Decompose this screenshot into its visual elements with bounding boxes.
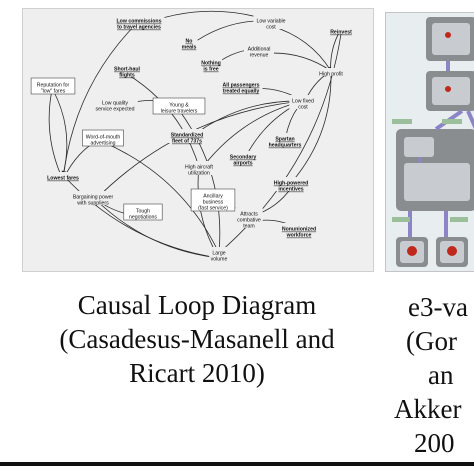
causal-arrow [196, 166, 220, 259]
causal-arrow [218, 33, 342, 254]
causal-node-label: Reinvest [330, 30, 352, 36]
causal-arrow [52, 89, 68, 176]
causal-node-lowest-fares: Lowest fares [45, 172, 81, 182]
causal-node-label: Reputation for"low" fares [37, 83, 70, 95]
value-activity [404, 163, 470, 201]
actor-inner [432, 77, 470, 105]
e3-value-canvas [392, 17, 474, 267]
causal-arrow [178, 109, 222, 254]
causal-arrow [62, 174, 220, 259]
start-stimulus-icon [407, 246, 417, 256]
caption-line: 200 [414, 428, 455, 458]
caption-e3-value: e3-va (Gor an Akker 200 [384, 290, 468, 460]
caption-line: (Casadesus-Masanell and [59, 324, 335, 354]
causal-node-label: Lowest fares [47, 176, 79, 182]
causal-node-young-leisure: Young &leisure travelers [152, 97, 206, 115]
causal-arrow [48, 84, 64, 181]
causal-arrow [62, 20, 140, 181]
causal-arrow [198, 99, 304, 173]
caption-line: Akker [394, 394, 462, 424]
caption-line: e3-va [408, 292, 468, 322]
annotation-mark [392, 217, 410, 222]
value-transfer [466, 110, 474, 130]
caption-line: an [428, 360, 454, 390]
caption-line: Causal Loop Diagram [77, 290, 317, 320]
caption-line: Ricart 2010) [129, 358, 265, 388]
value-activity [404, 137, 434, 157]
value-port-icon [445, 86, 451, 92]
value-port-icon [445, 32, 451, 38]
causal-arrow [102, 141, 220, 254]
causal-node-high-profit: High profit [314, 68, 348, 78]
annotation-mark [450, 217, 468, 222]
annotation-mark [442, 119, 462, 124]
bottom-rule [0, 462, 474, 466]
causal-node-label: High profit [319, 72, 343, 78]
caption-causal-loop: Causal Loop Diagram (Casadesus-Masanell … [0, 288, 394, 390]
causal-arrow [270, 25, 332, 72]
start-stimulus-icon [447, 246, 457, 256]
causal-node-reinvest: Reinvest [328, 26, 354, 36]
causal-arrow [290, 75, 332, 184]
actor-inner [432, 23, 470, 55]
annotation-mark [392, 119, 412, 124]
e3-value-diagram [385, 12, 474, 272]
causal-node-reputation: Reputation for"low" fares [30, 77, 76, 95]
causal-arrow [126, 73, 201, 168]
caption-line: (Gor [406, 326, 457, 356]
causal-node-label: Young &leisure travelers [161, 103, 198, 115]
